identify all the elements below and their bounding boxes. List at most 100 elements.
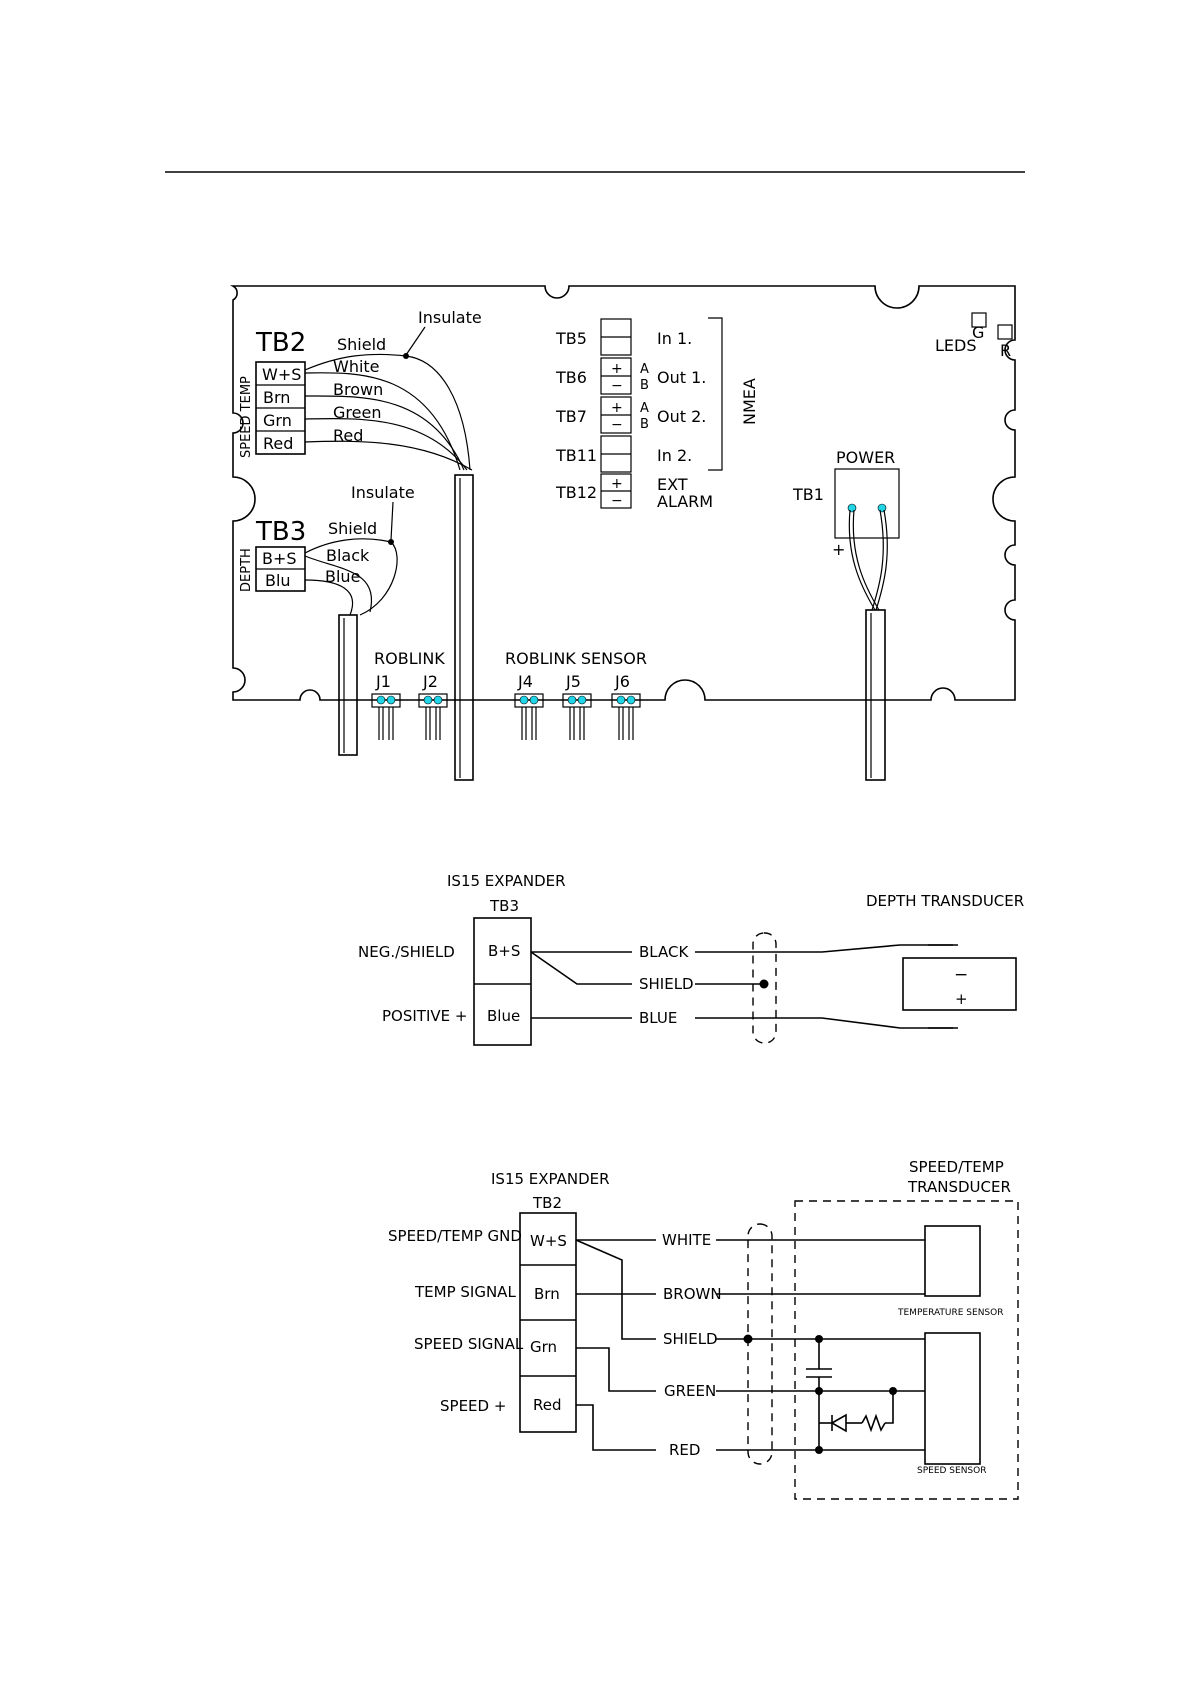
depth-transducer-body: [902, 957, 1017, 1011]
tb3-wire-black: Black: [326, 546, 370, 565]
diode: [830, 1413, 847, 1433]
depth-pin-blue: Blue: [487, 1007, 520, 1025]
speed-sensor-box: [924, 1332, 981, 1465]
tb6-plus: +: [611, 361, 623, 377]
tb2-wire-white: White: [333, 357, 380, 376]
depth-wire-black: BLACK: [639, 943, 689, 961]
tb2-wire-brown: Brown: [333, 380, 383, 399]
tb2-wire-green: Green: [333, 403, 381, 422]
tb2-pin-ws: W+S: [262, 365, 301, 384]
temperature-sensor-label: TEMPERATURE SENSOR: [897, 1308, 1003, 1318]
speed-sensor-label: SPEED SENSOR: [917, 1466, 987, 1476]
speed-block-label: TB2: [532, 1194, 562, 1212]
label-j4: J4: [517, 672, 533, 691]
speed-wire-shield: SHIELD: [663, 1330, 718, 1348]
led-r: [997, 324, 1013, 340]
depth-terminal-block: [473, 917, 532, 1046]
nmea-bracket: [708, 317, 723, 471]
speed-expander-label: IS15 EXPANDER: [491, 1170, 610, 1188]
tb2-wire-red: Red: [333, 426, 363, 445]
label-in2: In 2.: [657, 446, 692, 465]
tb7-plus: +: [611, 400, 623, 416]
speed-temp-transducer-diagram: IS15 EXPANDER TB2 W+S Brn Grn Red SPEED/…: [388, 1158, 1019, 1500]
tb3-wire-blue: Blue: [325, 567, 360, 586]
jumper-j6: [611, 693, 641, 740]
label-alarm: ALARM: [657, 492, 713, 511]
label-in1: In 1.: [657, 329, 692, 348]
power-cable: [865, 609, 886, 781]
tb2-title: TB2: [255, 328, 306, 358]
label-tb11: TB11: [555, 446, 597, 465]
depth-expander-label: IS15 EXPANDER: [447, 872, 566, 890]
label-tb5: TB5: [555, 329, 587, 348]
label-out2: Out 2.: [657, 407, 706, 426]
depth-transducer-minus: −: [954, 965, 968, 985]
label-tb7: TB7: [555, 407, 587, 426]
tb2-cable: [454, 474, 474, 781]
speed-transducer-enclosure: [794, 1200, 1019, 1500]
tb2-pin-grn: Grn: [263, 411, 292, 430]
board-layout: TB2 SPEED TEMP W+S Brn Grn Red Shield Wh…: [229, 285, 1016, 781]
label-power: POWER: [836, 448, 895, 467]
speed-pin-brn: Brn: [534, 1285, 560, 1303]
depth-shield-junction: [759, 979, 769, 989]
depth-shield-marker: [752, 932, 777, 1044]
speed-label-speed-signal: SPEED SIGNAL: [414, 1335, 524, 1353]
label-leds: LEDS: [935, 336, 977, 355]
depth-wire-blue: BLUE: [639, 1009, 677, 1027]
speed-wire-red: RED: [669, 1441, 700, 1459]
tb6-b: B: [640, 378, 649, 393]
tb3-pin-blu: Blu: [265, 571, 291, 590]
label-led-g: G: [972, 323, 984, 342]
depth-block-label: TB3: [489, 897, 519, 915]
tb2-wire-shield: Shield: [337, 335, 386, 354]
speed-label-temp-signal: TEMP SIGNAL: [414, 1283, 516, 1301]
label-out1: Out 1.: [657, 368, 706, 387]
tb3-title: TB3: [255, 517, 306, 547]
jumper-j5: [562, 693, 592, 740]
speed-terminal-block: [519, 1212, 577, 1433]
tb3-group-label: DEPTH: [239, 548, 254, 592]
tb2-pin-brn: Brn: [263, 388, 290, 407]
jumper-j4: [514, 693, 544, 740]
board-outline: [229, 285, 1016, 701]
depth-transducer-label: DEPTH TRANSDUCER: [866, 892, 1024, 910]
tb7-minus: −: [611, 417, 623, 433]
resistor: [861, 1413, 886, 1433]
jumper-j2: [418, 693, 448, 740]
speed-pin-grn: Grn: [530, 1338, 557, 1356]
label-led-r: R: [1000, 341, 1011, 360]
temperature-sensor-box: [924, 1225, 981, 1297]
tb3-pin-bs: B+S: [262, 549, 297, 568]
tb3-wire-shield: Shield: [328, 519, 377, 538]
label-ext: EXT: [657, 475, 688, 494]
speed-pin-ws: W+S: [530, 1232, 567, 1250]
label-j2: J2: [422, 672, 438, 691]
speed-label-gnd: SPEED/TEMP GND: [388, 1227, 522, 1245]
tb2-group-label: SPEED TEMP: [239, 376, 254, 458]
depth-transducer-diagram: IS15 EXPANDER TB3 B+S Blue NEG./SHIELD P…: [358, 872, 1024, 1046]
depth-label-neg-shield: NEG./SHIELD: [358, 943, 455, 961]
tb3-cable: [338, 614, 358, 756]
speed-wire-brown: BROWN: [663, 1285, 722, 1303]
speed-wire-green: GREEN: [664, 1382, 716, 1400]
power-terminal: [834, 468, 900, 539]
speed-wire-white: WHITE: [662, 1231, 711, 1249]
jumper-j1: [371, 693, 401, 740]
label-tb12: TB12: [555, 483, 597, 502]
label-tb1: TB1: [792, 485, 824, 504]
label-nmea: NMEA: [740, 378, 759, 425]
speed-transducer-label-2: TRANSDUCER: [907, 1178, 1011, 1196]
label-power-plus: +: [832, 540, 845, 559]
speed-label-speed-plus: SPEED +: [440, 1397, 506, 1415]
tb3-insulate-label: Insulate: [351, 483, 415, 502]
depth-wire-shield: SHIELD: [639, 975, 694, 993]
tb2-insulate-label: Insulate: [418, 308, 482, 327]
label-tb6: TB6: [555, 368, 587, 387]
tb12-minus: −: [611, 493, 623, 509]
speed-shield-marker: [747, 1223, 773, 1465]
depth-label-positive: POSITIVE +: [382, 1007, 467, 1025]
speed-transducer-label-1: SPEED/TEMP: [909, 1158, 1004, 1176]
label-roblink-sensor: ROBLINK SENSOR: [505, 649, 647, 668]
label-j1: J1: [375, 672, 391, 691]
